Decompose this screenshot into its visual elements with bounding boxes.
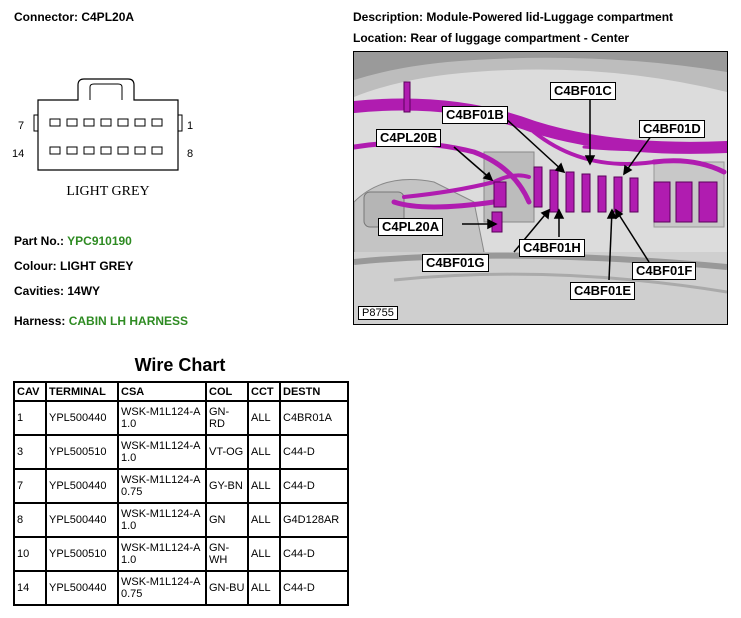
pin-label-8: 8 — [187, 148, 193, 160]
photo-id: P8755 — [358, 306, 398, 320]
cell-csa: WSK-M1L124-A 1.0 — [117, 400, 207, 436]
wire-chart-title: Wire Chart — [134, 355, 226, 375]
connector-colour-caption: LIGHT GREY — [66, 184, 149, 199]
cell-col: GN — [205, 502, 249, 538]
cell-csa: WSK-M1L124-A 0.75 — [117, 468, 207, 504]
cell-destn: C44-D — [279, 536, 349, 572]
cell-cav: 10 — [13, 536, 47, 572]
connector-value: C4PL20A — [81, 10, 135, 24]
part-no-label: Part No.: — [14, 234, 65, 248]
cell-cav: 8 — [13, 502, 47, 538]
callout-c4bf01g: C4BF01G — [422, 254, 489, 272]
table-row: 7 YPL500440 WSK-M1L124-A 0.75 GY-BN ALL … — [13, 468, 349, 504]
cavities-value: 14WY — [67, 284, 101, 298]
description-value: Module-Powered lid-Luggage compartment — [426, 10, 674, 24]
colour-label: Colour: — [14, 259, 57, 273]
cavities-line: Cavities: 14WY — [14, 284, 100, 298]
description-line: Description: Module-Powered lid-Luggage … — [353, 10, 673, 24]
callout-c4pl20a: C4PL20A — [378, 218, 444, 236]
callout-c4bf01e: C4BF01E — [570, 282, 636, 300]
cell-cct: ALL — [247, 400, 281, 436]
wire-chart-header-row: CAV TERMINAL CSA COL CCT DESTN — [13, 381, 349, 402]
location-label: Location: — [353, 31, 407, 45]
cell-cav: 14 — [13, 570, 47, 606]
table-row: 8 YPL500440 WSK-M1L124-A 1.0 GN ALL G4D1… — [13, 502, 349, 538]
cavities-label: Cavities: — [14, 284, 65, 298]
wire-chart-table: CAV TERMINAL CSA COL CCT DESTN 1 YPL5004… — [13, 381, 349, 606]
cell-col: GN-WH — [205, 536, 249, 572]
header-cav: CAV — [13, 381, 47, 402]
cell-cct: ALL — [247, 570, 281, 606]
cell-terminal: YPL500510 — [45, 536, 119, 572]
connector-face-diagram: 7 1 14 8 LIGHT GREY — [10, 75, 210, 205]
pin-label-7: 7 — [18, 120, 24, 132]
cell-cct: ALL — [247, 468, 281, 504]
colour-value: LIGHT GREY — [60, 259, 134, 273]
part-no-line: Part No.: YPC910190 — [14, 234, 132, 248]
pin-label-14: 14 — [12, 148, 24, 160]
table-row: 3 YPL500510 WSK-M1L124-A 1.0 VT-OG ALL C… — [13, 434, 349, 470]
header-destn: DESTN — [279, 381, 349, 402]
cell-destn: C44-D — [279, 570, 349, 606]
connector-face-drawing: 7 1 14 8 LIGHT GREY — [12, 78, 193, 199]
location-photo-illustration — [354, 52, 727, 324]
location-line: Location: Rear of luggage compartment - … — [353, 31, 629, 45]
connector-line: Connector: C4PL20A — [14, 10, 134, 24]
cell-csa: WSK-M1L124-A 1.0 — [117, 434, 207, 470]
cell-col: GY-BN — [205, 468, 249, 504]
part-no-value: YPC910190 — [67, 234, 132, 248]
location-value: Rear of luggage compartment - Center — [410, 31, 630, 45]
description-label: Description: — [353, 10, 424, 24]
table-row: 1 YPL500440 WSK-M1L124-A 1.0 GN-RD ALL C… — [13, 400, 349, 436]
colour-line: Colour: LIGHT GREY — [14, 259, 133, 273]
cell-col: VT-OG — [205, 434, 249, 470]
cell-destn: C44-D — [279, 468, 349, 504]
connector-label: Connector: — [14, 10, 78, 24]
table-row: 14 YPL500440 WSK-M1L124-A 0.75 GN-BU ALL… — [13, 570, 349, 606]
callout-c4bf01f: C4BF01F — [632, 262, 697, 280]
cell-csa: WSK-M1L124-A 0.75 — [117, 570, 207, 606]
cell-col: GN-BU — [205, 570, 249, 606]
header-cct: CCT — [247, 381, 281, 402]
harness-value: CABIN LH HARNESS — [68, 314, 189, 328]
callout-c4bf01h: C4BF01H — [519, 239, 585, 257]
callout-c4bf01d: C4BF01D — [639, 120, 705, 138]
cell-destn: C44-D — [279, 434, 349, 470]
cell-cav: 7 — [13, 468, 47, 504]
callout-c4bf01c: C4BF01C — [550, 82, 616, 100]
cell-terminal: YPL500440 — [45, 468, 119, 504]
cell-cct: ALL — [247, 434, 281, 470]
harness-label: Harness: — [14, 314, 66, 328]
cell-destn: C4BR01A — [279, 400, 349, 436]
cell-terminal: YPL500440 — [45, 400, 119, 436]
header-terminal: TERMINAL — [45, 381, 119, 402]
pin-label-1: 1 — [187, 120, 193, 132]
callout-c4pl20b: C4PL20B — [376, 129, 442, 147]
cell-col: GN-RD — [205, 400, 249, 436]
cell-cav: 1 — [13, 400, 47, 436]
cell-csa: WSK-M1L124-A 1.0 — [117, 502, 207, 538]
header-csa: CSA — [117, 381, 207, 402]
header-col: COL — [205, 381, 249, 402]
cell-terminal: YPL500440 — [45, 570, 119, 606]
cell-cct: ALL — [247, 502, 281, 538]
cell-cav: 3 — [13, 434, 47, 470]
harness-line: Harness: CABIN LH HARNESS — [14, 314, 188, 328]
cell-destn: G4D128AR — [279, 502, 349, 538]
cell-terminal: YPL500510 — [45, 434, 119, 470]
location-photo: C4BF01C C4BF01B C4BF01D C4PL20B C4PL20A … — [353, 51, 728, 325]
table-row: 10 YPL500510 WSK-M1L124-A 1.0 GN-WH ALL … — [13, 536, 349, 572]
cell-terminal: YPL500440 — [45, 502, 119, 538]
callout-c4bf01b: C4BF01B — [442, 106, 508, 124]
cell-cct: ALL — [247, 536, 281, 572]
cell-csa: WSK-M1L124-A 1.0 — [117, 536, 207, 572]
